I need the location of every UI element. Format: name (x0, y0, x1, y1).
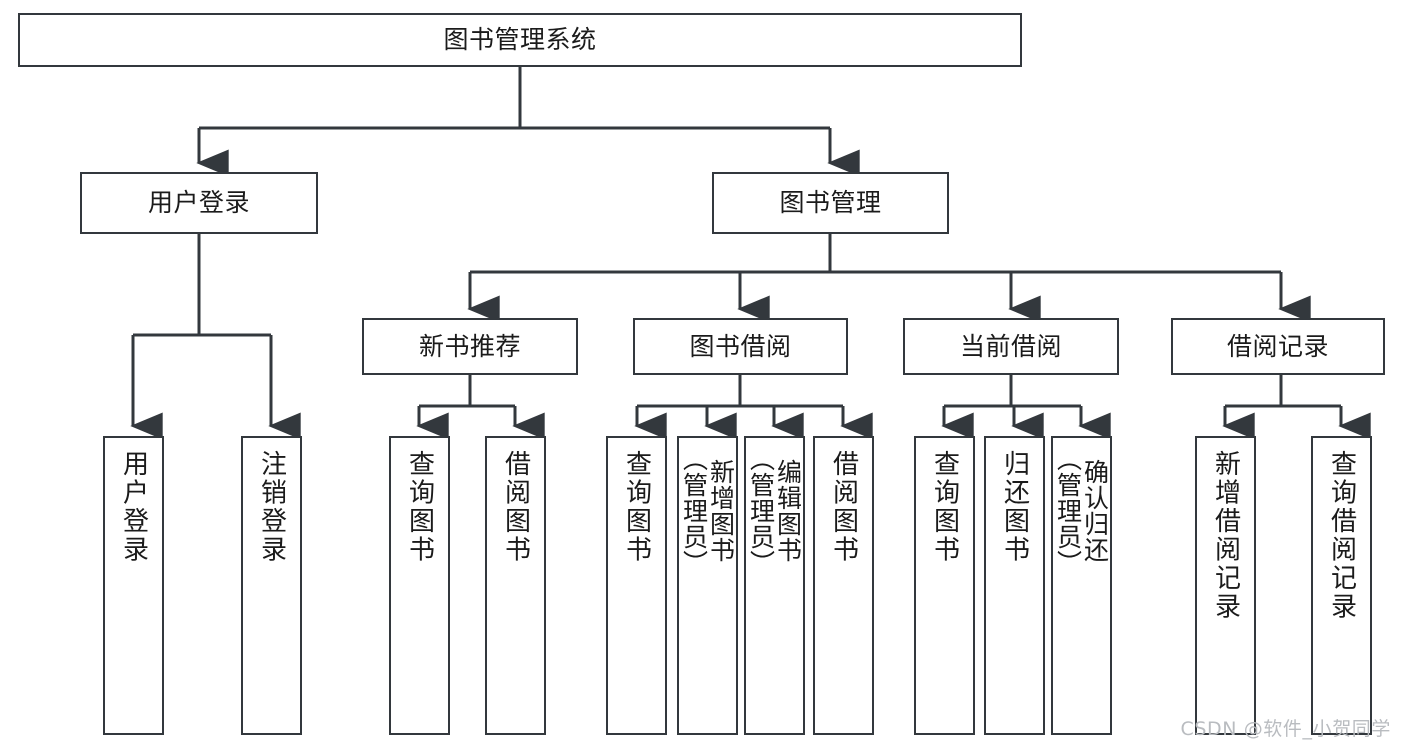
watermark: CSDN @软件_小贺同学 (1180, 718, 1391, 740)
node-root-label: 图书管理系统 (443, 25, 597, 54)
node-leaf-borrow-book-2[interactable]: 借阅图书 (813, 436, 874, 735)
node-leaf-return-book[interactable]: 归还图书 (984, 436, 1045, 735)
node-leaf-confirm-return[interactable]: 确认归还 （管理员） (1051, 436, 1112, 735)
node-leaf-query-book-1[interactable]: 查询图书 (389, 436, 450, 735)
node-leaf-logout-login[interactable]: 注销登录 (241, 436, 302, 735)
node-leaf-return-book-label: 归还图书 (999, 450, 1030, 564)
node-leaf-add-book[interactable]: 新增图书 （管理员） (677, 436, 738, 735)
node-book-borrow-label: 图书借阅 (689, 331, 792, 361)
node-leaf-user-login[interactable]: 用户登录 (103, 436, 164, 735)
node-leaf-add-record-label: 新增借阅记录 (1210, 450, 1241, 621)
node-borrow-record[interactable]: 借阅记录 (1171, 318, 1385, 375)
node-borrow-record-label: 借阅记录 (1226, 331, 1329, 361)
node-leaf-add-book-label: 新增图书 （管理员） (679, 446, 736, 576)
node-leaf-add-record[interactable]: 新增借阅记录 (1195, 436, 1256, 735)
node-leaf-borrow-book-2-label: 借阅图书 (828, 450, 859, 564)
node-book-borrow[interactable]: 图书借阅 (633, 318, 848, 375)
node-leaf-query-record-label: 查询借阅记录 (1326, 450, 1357, 621)
node-current-borrow-label: 当前借阅 (959, 331, 1062, 361)
node-leaf-query-book-3-label: 查询图书 (929, 450, 960, 564)
node-leaf-edit-book-label: 编辑图书 （管理员） (746, 446, 803, 576)
node-leaf-query-book-2[interactable]: 查询图书 (606, 436, 667, 735)
node-user-login[interactable]: 用户登录 (80, 172, 318, 234)
node-leaf-edit-book[interactable]: 编辑图书 （管理员） (744, 436, 805, 735)
node-book-management-label: 图书管理 (779, 188, 882, 217)
node-leaf-logout-login-label: 注销登录 (256, 450, 287, 564)
node-current-borrow[interactable]: 当前借阅 (903, 318, 1119, 375)
node-book-management[interactable]: 图书管理 (712, 172, 949, 234)
node-leaf-user-login-label: 用户登录 (118, 450, 149, 564)
node-new-book-recommend-label: 新书推荐 (418, 331, 521, 361)
node-leaf-borrow-book-1-label: 借阅图书 (500, 450, 531, 564)
node-leaf-query-record[interactable]: 查询借阅记录 (1311, 436, 1372, 735)
node-leaf-query-book-2-label: 查询图书 (621, 450, 652, 564)
node-leaf-borrow-book-1[interactable]: 借阅图书 (485, 436, 546, 735)
node-leaf-query-book-1-label: 查询图书 (404, 450, 435, 564)
node-leaf-query-book-3[interactable]: 查询图书 (914, 436, 975, 735)
node-leaf-confirm-return-label: 确认归还 （管理员） (1053, 446, 1110, 576)
node-new-book-recommend[interactable]: 新书推荐 (362, 318, 578, 375)
node-user-login-label: 用户登录 (147, 188, 250, 217)
node-root[interactable]: 图书管理系统 (18, 13, 1022, 67)
